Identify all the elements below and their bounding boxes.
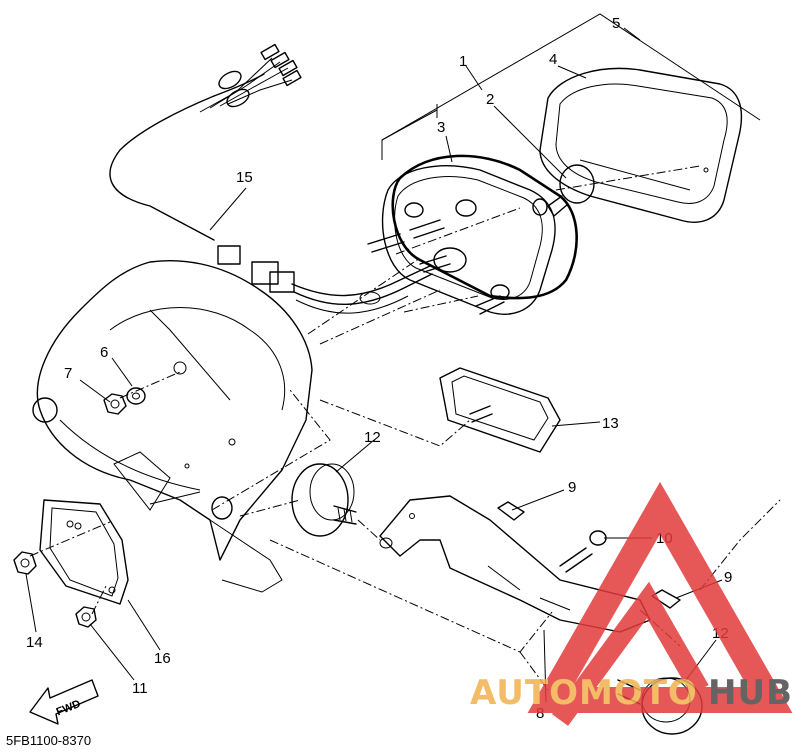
- callout-7: 7: [64, 365, 72, 382]
- nut-7: [103, 393, 127, 415]
- wire-harness: [109, 43, 433, 314]
- callout-16: 16: [154, 650, 171, 667]
- watermark-brand-suffix: HUB: [708, 673, 793, 713]
- license-bracket-plate: [39, 499, 129, 605]
- watermark-brand-main: AUTOMOTO: [470, 673, 698, 713]
- tail-cover: [32, 260, 313, 593]
- callout-9-lower: 9: [724, 569, 732, 586]
- callout-9-upper: 9: [568, 479, 576, 496]
- assembly-center-lines: [29, 165, 781, 691]
- callout-11: 11: [132, 680, 148, 697]
- gasket: [391, 154, 578, 300]
- damper-12-left: [291, 463, 357, 537]
- pad-9-lower: [651, 589, 681, 609]
- diagram-code: 5FB1100-8370: [6, 733, 91, 748]
- reflector: [439, 367, 561, 453]
- nut-14: [13, 551, 37, 575]
- callout-3: 3: [437, 119, 445, 136]
- washer: [126, 387, 146, 405]
- callout-14: 14: [26, 634, 43, 651]
- callout-2: 2: [486, 91, 494, 108]
- bolt-10: [559, 530, 607, 573]
- forward-direction-arrow: FWD: [29, 679, 99, 725]
- pad-9-upper: [497, 501, 525, 521]
- callout-13: 13: [602, 415, 619, 432]
- watermark-logo: [527, 481, 793, 726]
- watermark: AUTOMOTO HUB: [470, 481, 793, 726]
- nut-11: [75, 606, 97, 628]
- callout-12-left: 12: [364, 429, 381, 446]
- tail-lamp-lens: [539, 67, 743, 223]
- callout-4: 4: [549, 51, 557, 68]
- callout-1: 1: [459, 53, 467, 70]
- lamp-housing: [367, 165, 556, 315]
- callout-6: 6: [100, 344, 108, 361]
- callout-5: 5: [612, 15, 620, 32]
- callout-15: 15: [236, 169, 253, 186]
- callout-8: 8: [536, 705, 544, 722]
- fwd-label: FWD: [55, 698, 83, 719]
- assembly-bracket-lines: [381, 13, 761, 160]
